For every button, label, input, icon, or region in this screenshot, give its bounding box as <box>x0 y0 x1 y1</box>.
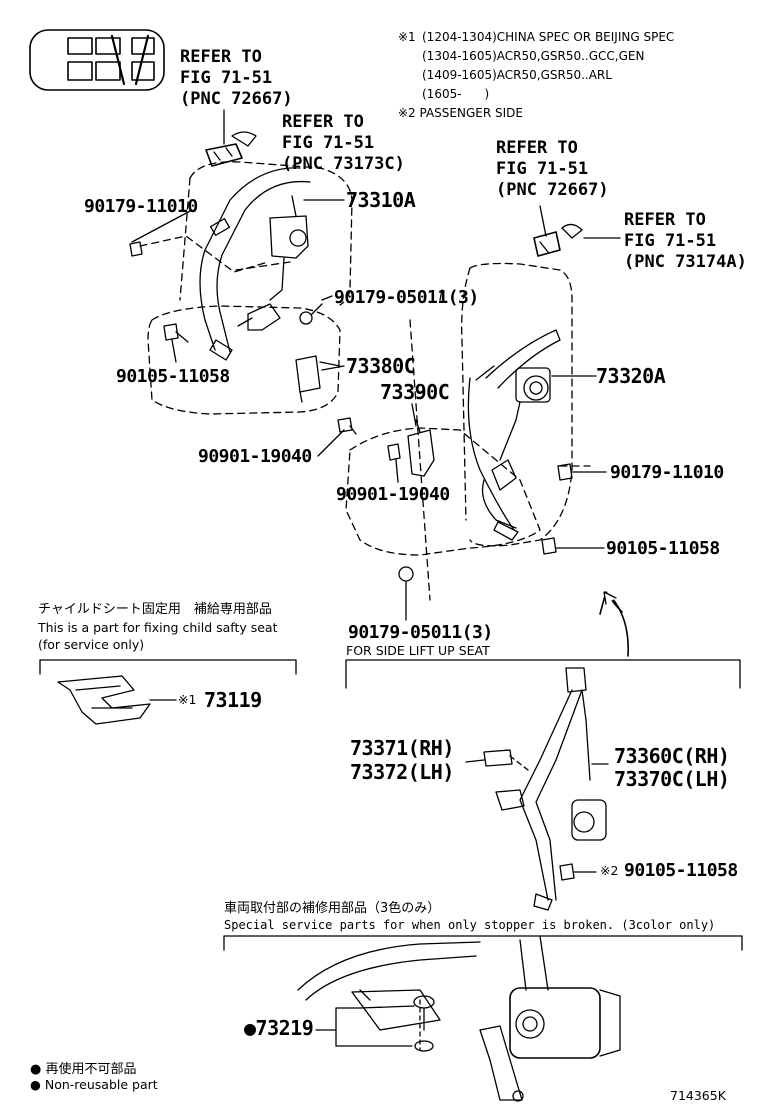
part-73370c-lh: 73370C(LH) <box>614 767 730 791</box>
child-seat-caption-en2: (for service only) <box>38 637 145 652</box>
figure-id: 714365K <box>670 1088 726 1103</box>
part-73360c-rh: 73360C(RH) <box>614 744 730 768</box>
part-73310a: 73310A <box>346 188 416 212</box>
part-90179-05011-bottom: 90179-05011(3) <box>348 622 493 643</box>
side-lift-belt <box>345 659 741 911</box>
part-73119: 73119 <box>204 688 262 712</box>
part-73390c: 73390C <box>380 380 450 404</box>
legend-non-reusable-en: ● Non-reusable part <box>30 1077 158 1092</box>
part-90105-11058-right: 90105-11058 <box>606 538 720 559</box>
part-73119-mark: ※1 <box>178 692 197 707</box>
left-fasteners <box>129 241 357 435</box>
leader-lines <box>131 199 607 621</box>
child-seat-caption-jp: チャイルドシート固定用 補給専用部品 <box>38 602 272 617</box>
part-90105-mark: ※2 <box>600 863 619 878</box>
part-90179-05011-top: 90179-05011(3) <box>334 287 479 308</box>
spec-note-mark1: ※1 <box>398 30 416 44</box>
special-caption-en: Special service parts for when only stop… <box>224 918 716 932</box>
part-73371-rh: 73371(RH) <box>350 736 454 760</box>
spec-note-line2: (1304-1605)ACR50,GSR50..GCC,GEN <box>422 49 645 63</box>
child-seat-caption-en1: This is a part for fixing child safty se… <box>38 620 278 635</box>
clip-icons-right <box>533 205 621 257</box>
tongue-73390c <box>387 419 435 477</box>
left-seat-outline <box>147 161 353 415</box>
up-arrow <box>599 591 629 657</box>
part-73219: ●73219 <box>244 1016 314 1040</box>
right-seat-outline <box>345 262 573 601</box>
spec-note-line3: (1409-1605)ACR50,GSR50..ARL <box>422 68 612 82</box>
part-90105-11058-bottom: 90105-11058 <box>624 860 738 881</box>
part-90105-11058-left: 90105-11058 <box>116 366 230 387</box>
buckle-73380c <box>295 355 341 403</box>
part-90179-11010-left: 90179-11010 <box>84 196 198 217</box>
part-90179-11010-right: 90179-11010 <box>610 462 724 483</box>
refer-72667-left: REFER TO FIG 71-51 (PNC 72667) <box>180 47 293 109</box>
child-seat-bracket <box>39 659 297 725</box>
refer-73173c: REFER TO FIG 71-51 (PNC 73173C) <box>282 112 405 174</box>
spec-note-line4: (1605- ) <box>422 87 490 101</box>
clip-icons-left <box>205 109 257 167</box>
right-fasteners <box>398 463 573 582</box>
right-belt <box>467 329 561 541</box>
part-73372-lh: 73372(LH) <box>350 760 454 784</box>
part-90901-19040-a: 90901-19040 <box>198 446 312 467</box>
special-caption-jp: 車両取付部の補修用部品（3色のみ） <box>224 901 441 916</box>
part-73320a: 73320A <box>596 364 666 388</box>
refer-73174a: REFER TO FIG 71-51 (PNC 73174A) <box>624 210 747 272</box>
seat-layout-thumbnail <box>29 29 165 91</box>
left-belt <box>139 167 311 361</box>
special-parts <box>223 935 743 1102</box>
legend-non-reusable-jp: ● 再使用不可部品 <box>30 1062 137 1077</box>
part-90901-19040-b: 90901-19040 <box>336 484 450 505</box>
part-73380c: 73380C <box>346 354 416 378</box>
spec-note-passenger: ※2 PASSENGER SIDE <box>398 106 523 120</box>
spec-note-line1: (1204-1304)CHINA SPEC OR BEIJING SPEC <box>422 30 675 44</box>
side-lift-caption: FOR SIDE LIFT UP SEAT <box>346 643 490 658</box>
refer-72667-right: REFER TO FIG 71-51 (PNC 72667) <box>496 138 609 200</box>
